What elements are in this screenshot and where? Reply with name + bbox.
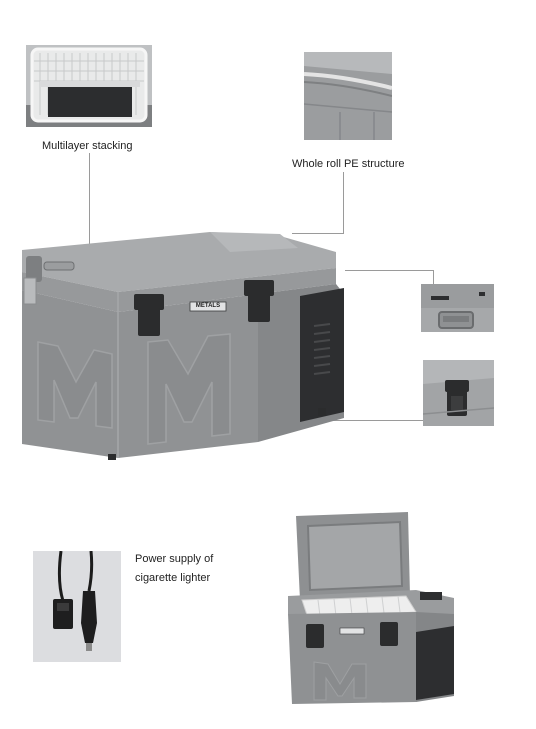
- leader-line-multilayer: [89, 153, 90, 245]
- side-panel-thumbnail: [421, 284, 494, 332]
- leader-line-latch-horizontal: [261, 420, 423, 421]
- nameplate-label: METALS: [195, 303, 221, 309]
- power-cable-thumbnail: [33, 551, 121, 662]
- open-cooler-image: [288, 512, 458, 708]
- latch-thumbnail: [423, 360, 494, 426]
- leader-line-panel: [345, 270, 433, 271]
- leader-line-whole-roll-vertical: [343, 172, 344, 234]
- power-supply-caption-line2: cigarette lighter: [135, 572, 211, 584]
- whole-roll-pe-caption: Whole roll PE structure: [292, 158, 405, 170]
- multilayer-stacking-thumbnail: [26, 45, 152, 127]
- multilayer-stacking-caption: Multilayer stacking: [42, 140, 133, 152]
- leader-line-panel-drop: [433, 270, 434, 284]
- whole-roll-pe-thumbnail: [304, 52, 392, 140]
- cooler-main-image: METALS: [18, 222, 350, 462]
- leader-line-whole-roll-horizontal: [292, 233, 344, 234]
- power-supply-caption-line1: Power supply of: [135, 553, 214, 565]
